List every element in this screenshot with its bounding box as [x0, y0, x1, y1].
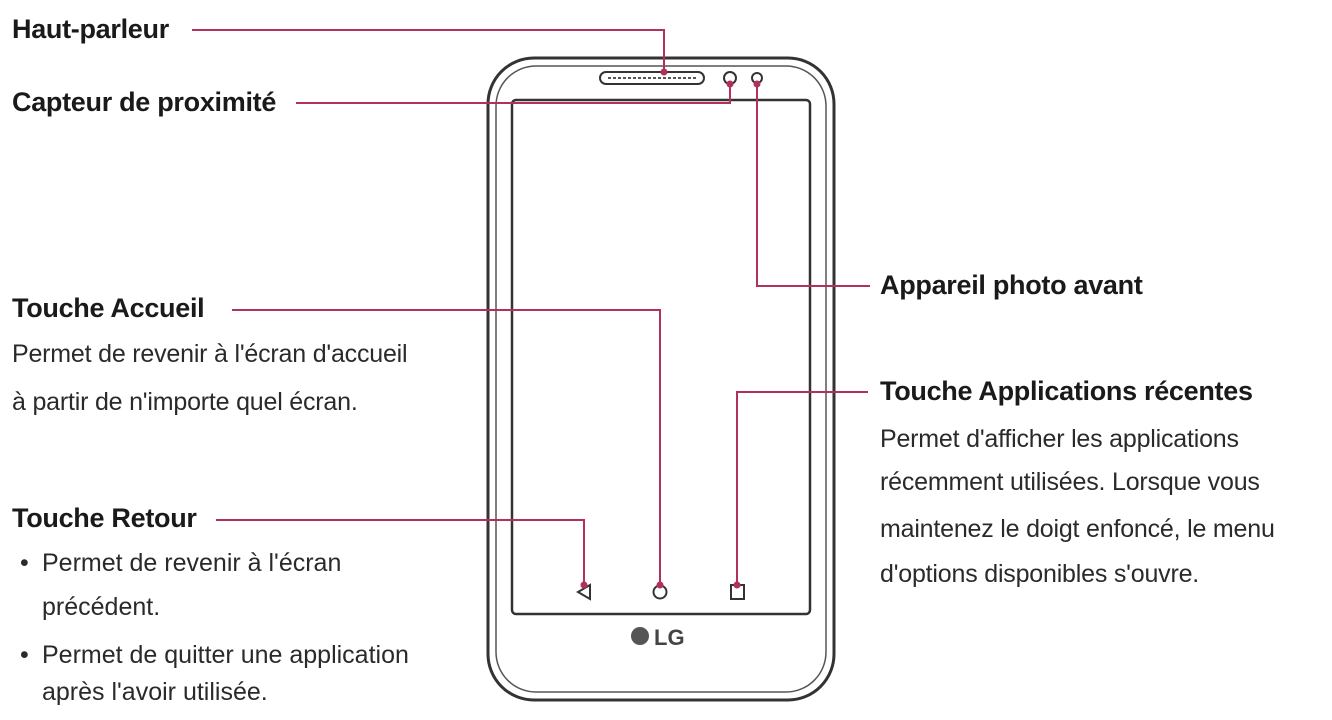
recent-desc-2: récemment utilisées. Lorsque vous	[880, 468, 1260, 496]
home-key-desc-2: à partir de n'importe quel écran.	[12, 388, 358, 416]
speaker-grille	[599, 71, 705, 85]
back-bullet-1-line-a: Permet de revenir à l'écran	[42, 549, 342, 577]
leader-back	[216, 519, 585, 585]
bullet-dot: •	[20, 549, 29, 577]
recent-desc-3: maintenez le doigt enfoncé, le menu	[880, 515, 1275, 543]
recent-desc-1: Permet d'afficher les applications	[880, 425, 1239, 453]
back-bullet-1-line-b: précédent.	[42, 593, 161, 621]
label-proximity-sensor: Capteur de proximité	[12, 87, 277, 117]
phone-body-inner	[495, 65, 827, 693]
home-key-desc-1: Permet de revenir à l'écran d'accueil	[12, 340, 408, 368]
leader-front-camera	[756, 84, 870, 287]
back-key-bullet-1: • Permet de revenir à l'écran précédent.	[20, 545, 342, 626]
leader-recent	[736, 391, 868, 585]
leader-home	[232, 309, 661, 585]
leader-proximity	[296, 84, 731, 104]
label-home-key: Touche Accueil	[12, 293, 205, 323]
label-recent-apps-key: Touche Applications récentes	[880, 376, 1253, 406]
back-key-bullet-2: • Permet de quitter une application aprè…	[20, 637, 409, 711]
leader-speaker	[192, 29, 665, 72]
label-speaker: Haut-parleur	[12, 14, 169, 44]
label-front-camera: Appareil photo avant	[880, 270, 1143, 300]
lg-logo-icon	[631, 627, 649, 645]
phone-body-outer	[486, 56, 836, 702]
recent-desc-4: d'options disponibles s'ouvre.	[880, 560, 1200, 588]
back-bullet-2-line-a: Permet de quitter une application	[42, 641, 409, 669]
bullet-dot: •	[20, 641, 29, 669]
back-bullet-2-line-b: après l'avoir utilisée.	[42, 678, 268, 706]
phone-brand: LG	[654, 625, 685, 650]
label-back-key: Touche Retour	[12, 503, 197, 533]
